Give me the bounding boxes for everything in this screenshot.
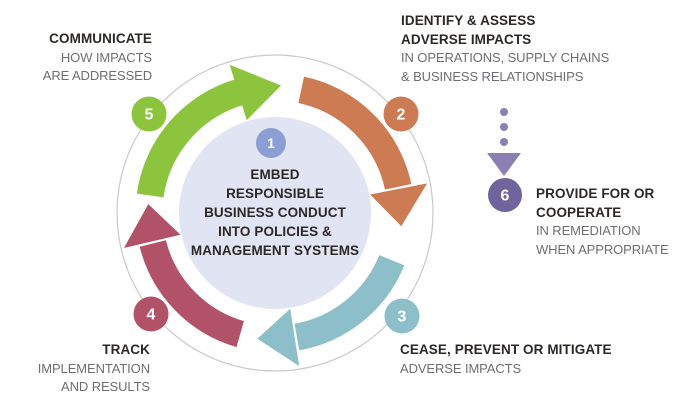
track-title: TRACK (102, 342, 150, 357)
provide-title-2: COOPERATE (536, 204, 622, 220)
identify-sub-1: IN OPERATIONS, SUPPLY CHAINS (401, 50, 610, 65)
arrowhead-communicate (229, 64, 281, 121)
svg-text:2: 2 (397, 107, 406, 124)
label-communicate: COMMUNICATE HOW IMPACTS ARE ADDRESSED (43, 30, 152, 86)
svg-text:3: 3 (398, 309, 407, 326)
provide-sub-2: WHEN APPROPRIATE (536, 241, 669, 257)
arrow-arc-communicate (136, 78, 245, 198)
communicate-title: COMMUNICATE (49, 31, 152, 46)
arrow-arc-identify (298, 76, 412, 190)
svg-text:5: 5 (145, 107, 154, 124)
identify-title-2: ADVERSE IMPACTS (401, 31, 532, 47)
label-cease: CEASE, PREVENT OR MITIGATE ADVERSE IMPAC… (400, 341, 612, 378)
arrowhead-track (124, 204, 181, 248)
communicate-sub-1: HOW IMPACTS (60, 49, 152, 65)
step-5-badge: 5 (131, 96, 167, 132)
center-circle (179, 117, 371, 309)
track-sub-1: IMPLEMENTATION (37, 360, 150, 376)
identify-title-1: IDENTIFY & ASSESS (401, 13, 536, 28)
cease-sub-1: ADVERSE IMPACTS (400, 360, 522, 376)
step-6-badge: 6 (488, 178, 522, 212)
center-line-5: MANAGEMENT SYSTEMS (190, 243, 360, 258)
step-4-badge: 4 (133, 296, 169, 332)
svg-text:6: 6 (501, 188, 510, 205)
center-line-1: EMBED (250, 167, 300, 182)
arrowhead-identify (370, 183, 428, 227)
svg-text:1: 1 (267, 135, 275, 151)
step-2-badge: 2 (383, 96, 419, 132)
provide-title-1: PROVIDE FOR OR (536, 186, 655, 201)
svg-text:4: 4 (147, 307, 156, 324)
label-identify: IDENTIFY & ASSESS ADVERSE IMPACTS IN OPE… (401, 12, 609, 86)
step-1-badge: 1 (256, 128, 286, 158)
track-sub-2: AND RESULTS (61, 379, 150, 394)
communicate-sub-2: ARE ADDRESSED (42, 68, 152, 83)
arrow-arc-cease (294, 254, 405, 351)
center-line-2: RESPONSIBLE (226, 186, 324, 201)
arrowhead-cease (257, 308, 300, 367)
label-track: TRACK IMPLEMENTATION AND RESULTS (38, 341, 150, 397)
arrow-arc-track (139, 239, 245, 348)
center-line-3: BUSINESS CONDUCT (204, 205, 346, 220)
step-3-badge: 3 (384, 298, 420, 334)
provide-sub-1: IN REMEDIATION (536, 223, 641, 238)
center-line-4: INTO POLICIES & (218, 224, 332, 239)
label-provide: PROVIDE FOR OR COOPERATE IN REMEDIATION … (536, 185, 669, 259)
identify-sub-2: & BUSINESS RELATIONSHIPS (401, 68, 584, 84)
cease-title: CEASE, PREVENT OR MITIGATE (400, 342, 612, 357)
outer-ring (116, 54, 434, 372)
dotted-arrow (487, 108, 521, 176)
center-label: EMBED RESPONSIBLE BUSINESS CONDUCT INTO … (175, 165, 375, 260)
